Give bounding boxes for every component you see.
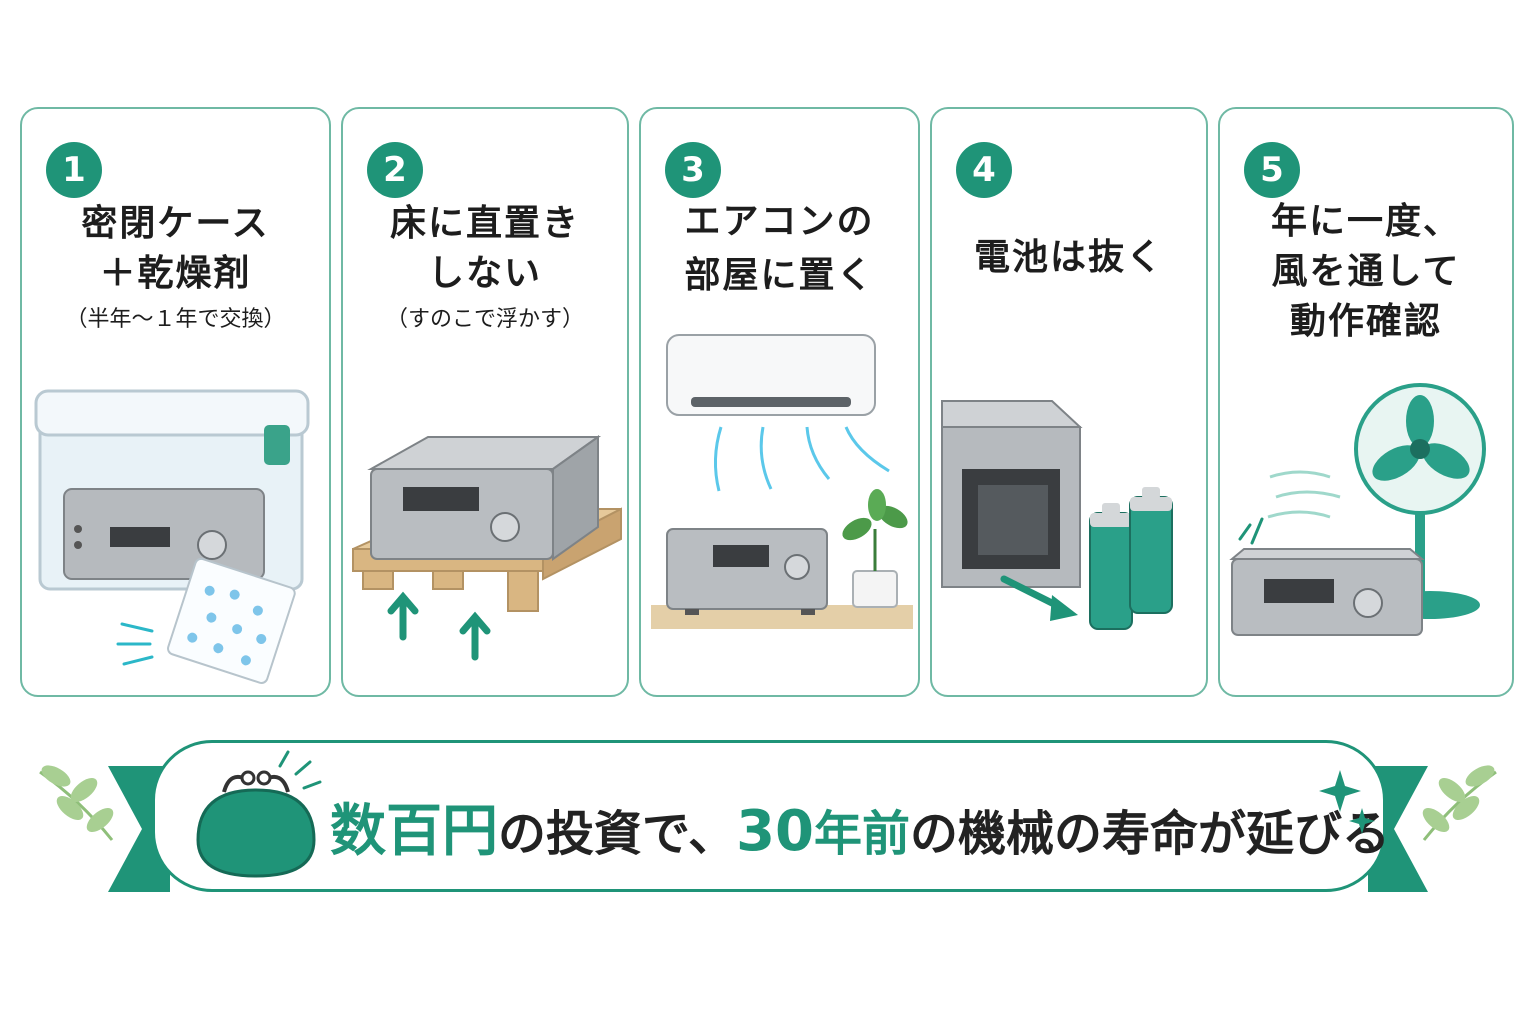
banner-text-part-2: の投資で、: [498, 806, 737, 862]
step-title-1-line-1: 密閉ケース: [81, 203, 270, 244]
banner-text-part-3: 30: [736, 799, 815, 864]
battery-icon: [1089, 487, 1173, 630]
fan-icon: [1267, 383, 1486, 619]
step-title-5-line-2: 風を通して: [1271, 251, 1461, 292]
step-card-5: 5 年に一度、 風を通して 動作確認: [1218, 107, 1514, 697]
leaf-branch-icon: [39, 765, 114, 841]
storage-box-icon: [34, 389, 310, 591]
step-card-2: 2 床に直置き しない （すのこで浮かす）: [341, 107, 629, 697]
step-number-3: 3: [665, 142, 721, 198]
step-title-3-line-1: エアコンの: [684, 201, 875, 242]
step-note-1: （半年～１年で交換）: [65, 307, 286, 332]
arrow-right-icon: [1000, 575, 1078, 621]
step-title-1-line-2: ＋乾燥剤: [99, 253, 252, 294]
step-title-3-line-2: 部屋に置く: [684, 255, 875, 296]
step-title-2-line-2: しない: [427, 253, 542, 294]
banner-text-part-4: 年前: [814, 806, 911, 862]
audio-receiver-icon: [651, 528, 913, 629]
desiccant-pack-icon: [116, 557, 296, 684]
step-number-2: 2: [367, 142, 423, 198]
pallet-icon: [352, 435, 622, 612]
banner-text-part-5: の機械の寿命が延びる: [910, 806, 1391, 862]
audio-receiver-icon: [63, 488, 265, 580]
plant-icon: [842, 489, 908, 608]
leaf-branch-icon: [1422, 765, 1497, 841]
audio-receiver-icon: [1229, 517, 1425, 636]
step-number-1: 1: [46, 142, 102, 198]
banner-text: 数百円の投資で、30年前の機械の寿命が延びる: [330, 786, 1390, 867]
step-title-2-line-1: 床に直置き: [389, 203, 580, 244]
arrow-up-icon: [387, 591, 491, 661]
step-card-3: 3 エアコンの 部屋に置く: [639, 107, 920, 697]
step-title-5-line-1: 年に一度、: [1270, 201, 1461, 242]
step-card-4: 4 電池は抜く: [930, 107, 1208, 697]
banner-pill: [152, 740, 1386, 892]
step-number-5: 5: [1244, 142, 1300, 198]
step-note-2: （すのこで浮かす）: [385, 307, 584, 332]
air-conditioner-icon: [666, 334, 890, 492]
step-card-1: 1 密閉ケース ＋乾燥剤 （半年～１年で交換）: [20, 107, 331, 697]
audio-receiver-icon: [367, 435, 602, 561]
step-title-4-line-1: 電池は抜く: [973, 237, 1164, 278]
step-title-5-line-3: 動作確認: [1289, 301, 1442, 342]
audio-receiver-icon: [941, 400, 1083, 588]
banner-text-part-1: 数百円: [330, 799, 498, 864]
step-number-4: 4: [956, 142, 1012, 198]
